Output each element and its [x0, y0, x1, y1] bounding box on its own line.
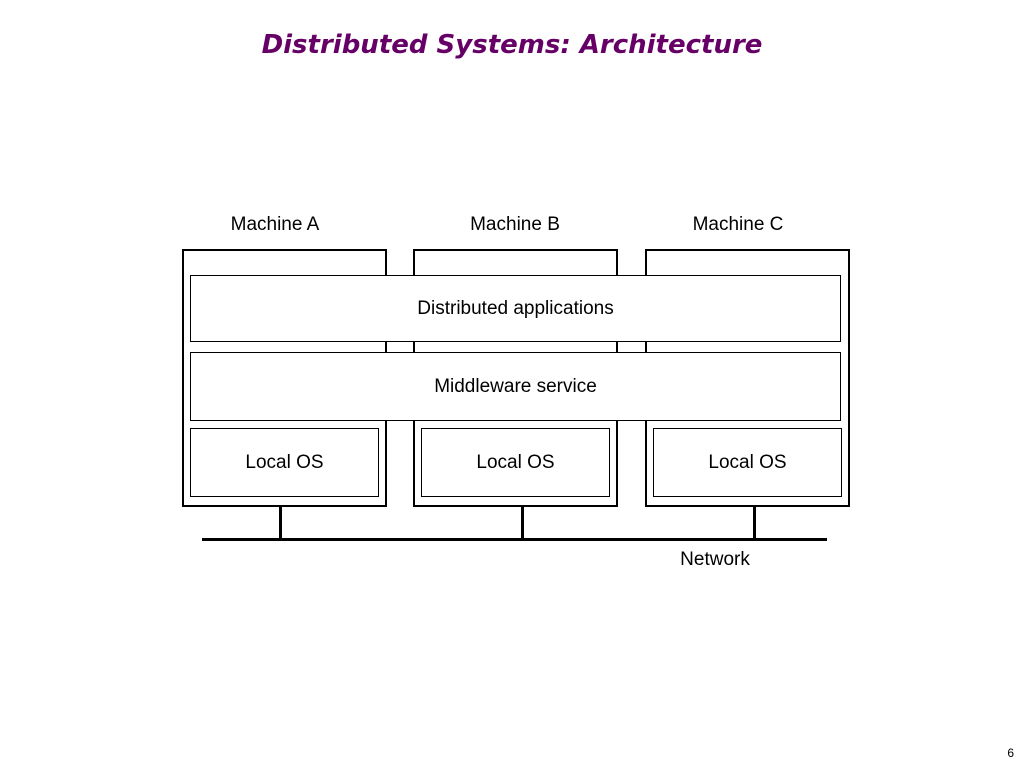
middleware-service-layer: Middleware service	[190, 352, 841, 421]
machine-a-label: Machine A	[230, 214, 320, 235]
network-line	[202, 538, 827, 541]
machine-b-local-os: Local OS	[421, 428, 610, 497]
distributed-applications-layer: Distributed applications	[190, 275, 841, 342]
machine-a-local-os: Local OS	[190, 428, 379, 497]
machine-b-label: Machine B	[470, 214, 560, 235]
machine-c-local-os: Local OS	[653, 428, 842, 497]
slide-title: Distributed Systems: Architecture	[261, 30, 763, 60]
machine-c-label: Machine C	[692, 214, 784, 235]
machine-c-network-link	[753, 507, 756, 541]
network-label: Network	[680, 549, 750, 570]
page-number: 6	[1007, 746, 1014, 760]
machine-b-network-link	[521, 507, 524, 541]
machine-a-network-link	[279, 507, 282, 541]
